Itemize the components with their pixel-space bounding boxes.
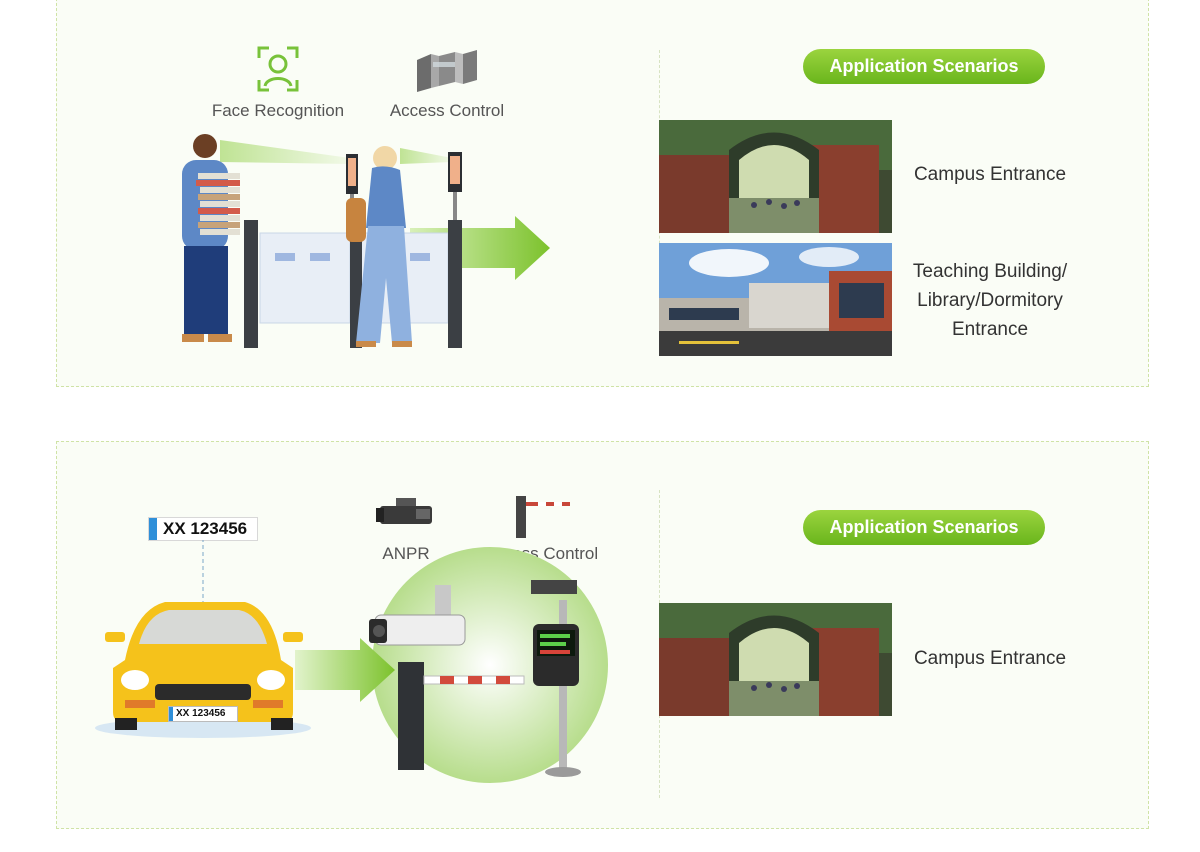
face-recognition-label: Face Recognition bbox=[211, 101, 345, 120]
scenario-caption-campus-2: Campus Entrance bbox=[913, 648, 1067, 669]
caption-line-2: Library/Dormitory bbox=[917, 290, 1063, 311]
anpr-label: ANPR bbox=[382, 544, 430, 563]
plate-marker bbox=[149, 518, 157, 540]
caption-line-1: Teaching Building/ bbox=[912, 261, 1068, 282]
caption-line-3: Entrance bbox=[951, 319, 1029, 340]
face-recognition-illustration bbox=[160, 128, 560, 353]
barrier-gate-icon bbox=[514, 494, 574, 540]
access-control-label: Access Control bbox=[389, 101, 505, 120]
car-plate-text: XX 123456 bbox=[176, 708, 226, 719]
car-plate-marker bbox=[169, 707, 173, 721]
face-recognition-icon bbox=[257, 46, 299, 92]
anpr-camera-icon bbox=[376, 498, 438, 532]
campus-gate-photo bbox=[659, 120, 892, 233]
campus-gate-photo-2 bbox=[659, 603, 892, 716]
school-building-photo bbox=[659, 243, 892, 356]
face-access-panel: Application Scenarios bbox=[56, 0, 1149, 387]
plate-readout-text: XX 123456 bbox=[163, 519, 248, 538]
scenario-caption-buildings: Teaching Building/ Library/Dormitory Ent… bbox=[902, 257, 1078, 344]
scenario-caption-campus: Campus Entrance bbox=[913, 164, 1067, 185]
application-scenarios-badge: Application Scenarios bbox=[803, 49, 1045, 84]
turnstile-icon bbox=[415, 48, 479, 94]
car-license-plate: XX 123456 bbox=[168, 706, 238, 722]
application-scenarios-badge: Application Scenarios bbox=[803, 510, 1045, 545]
anpr-illustration bbox=[95, 540, 615, 790]
plate-readout: XX 123456 bbox=[148, 517, 258, 541]
